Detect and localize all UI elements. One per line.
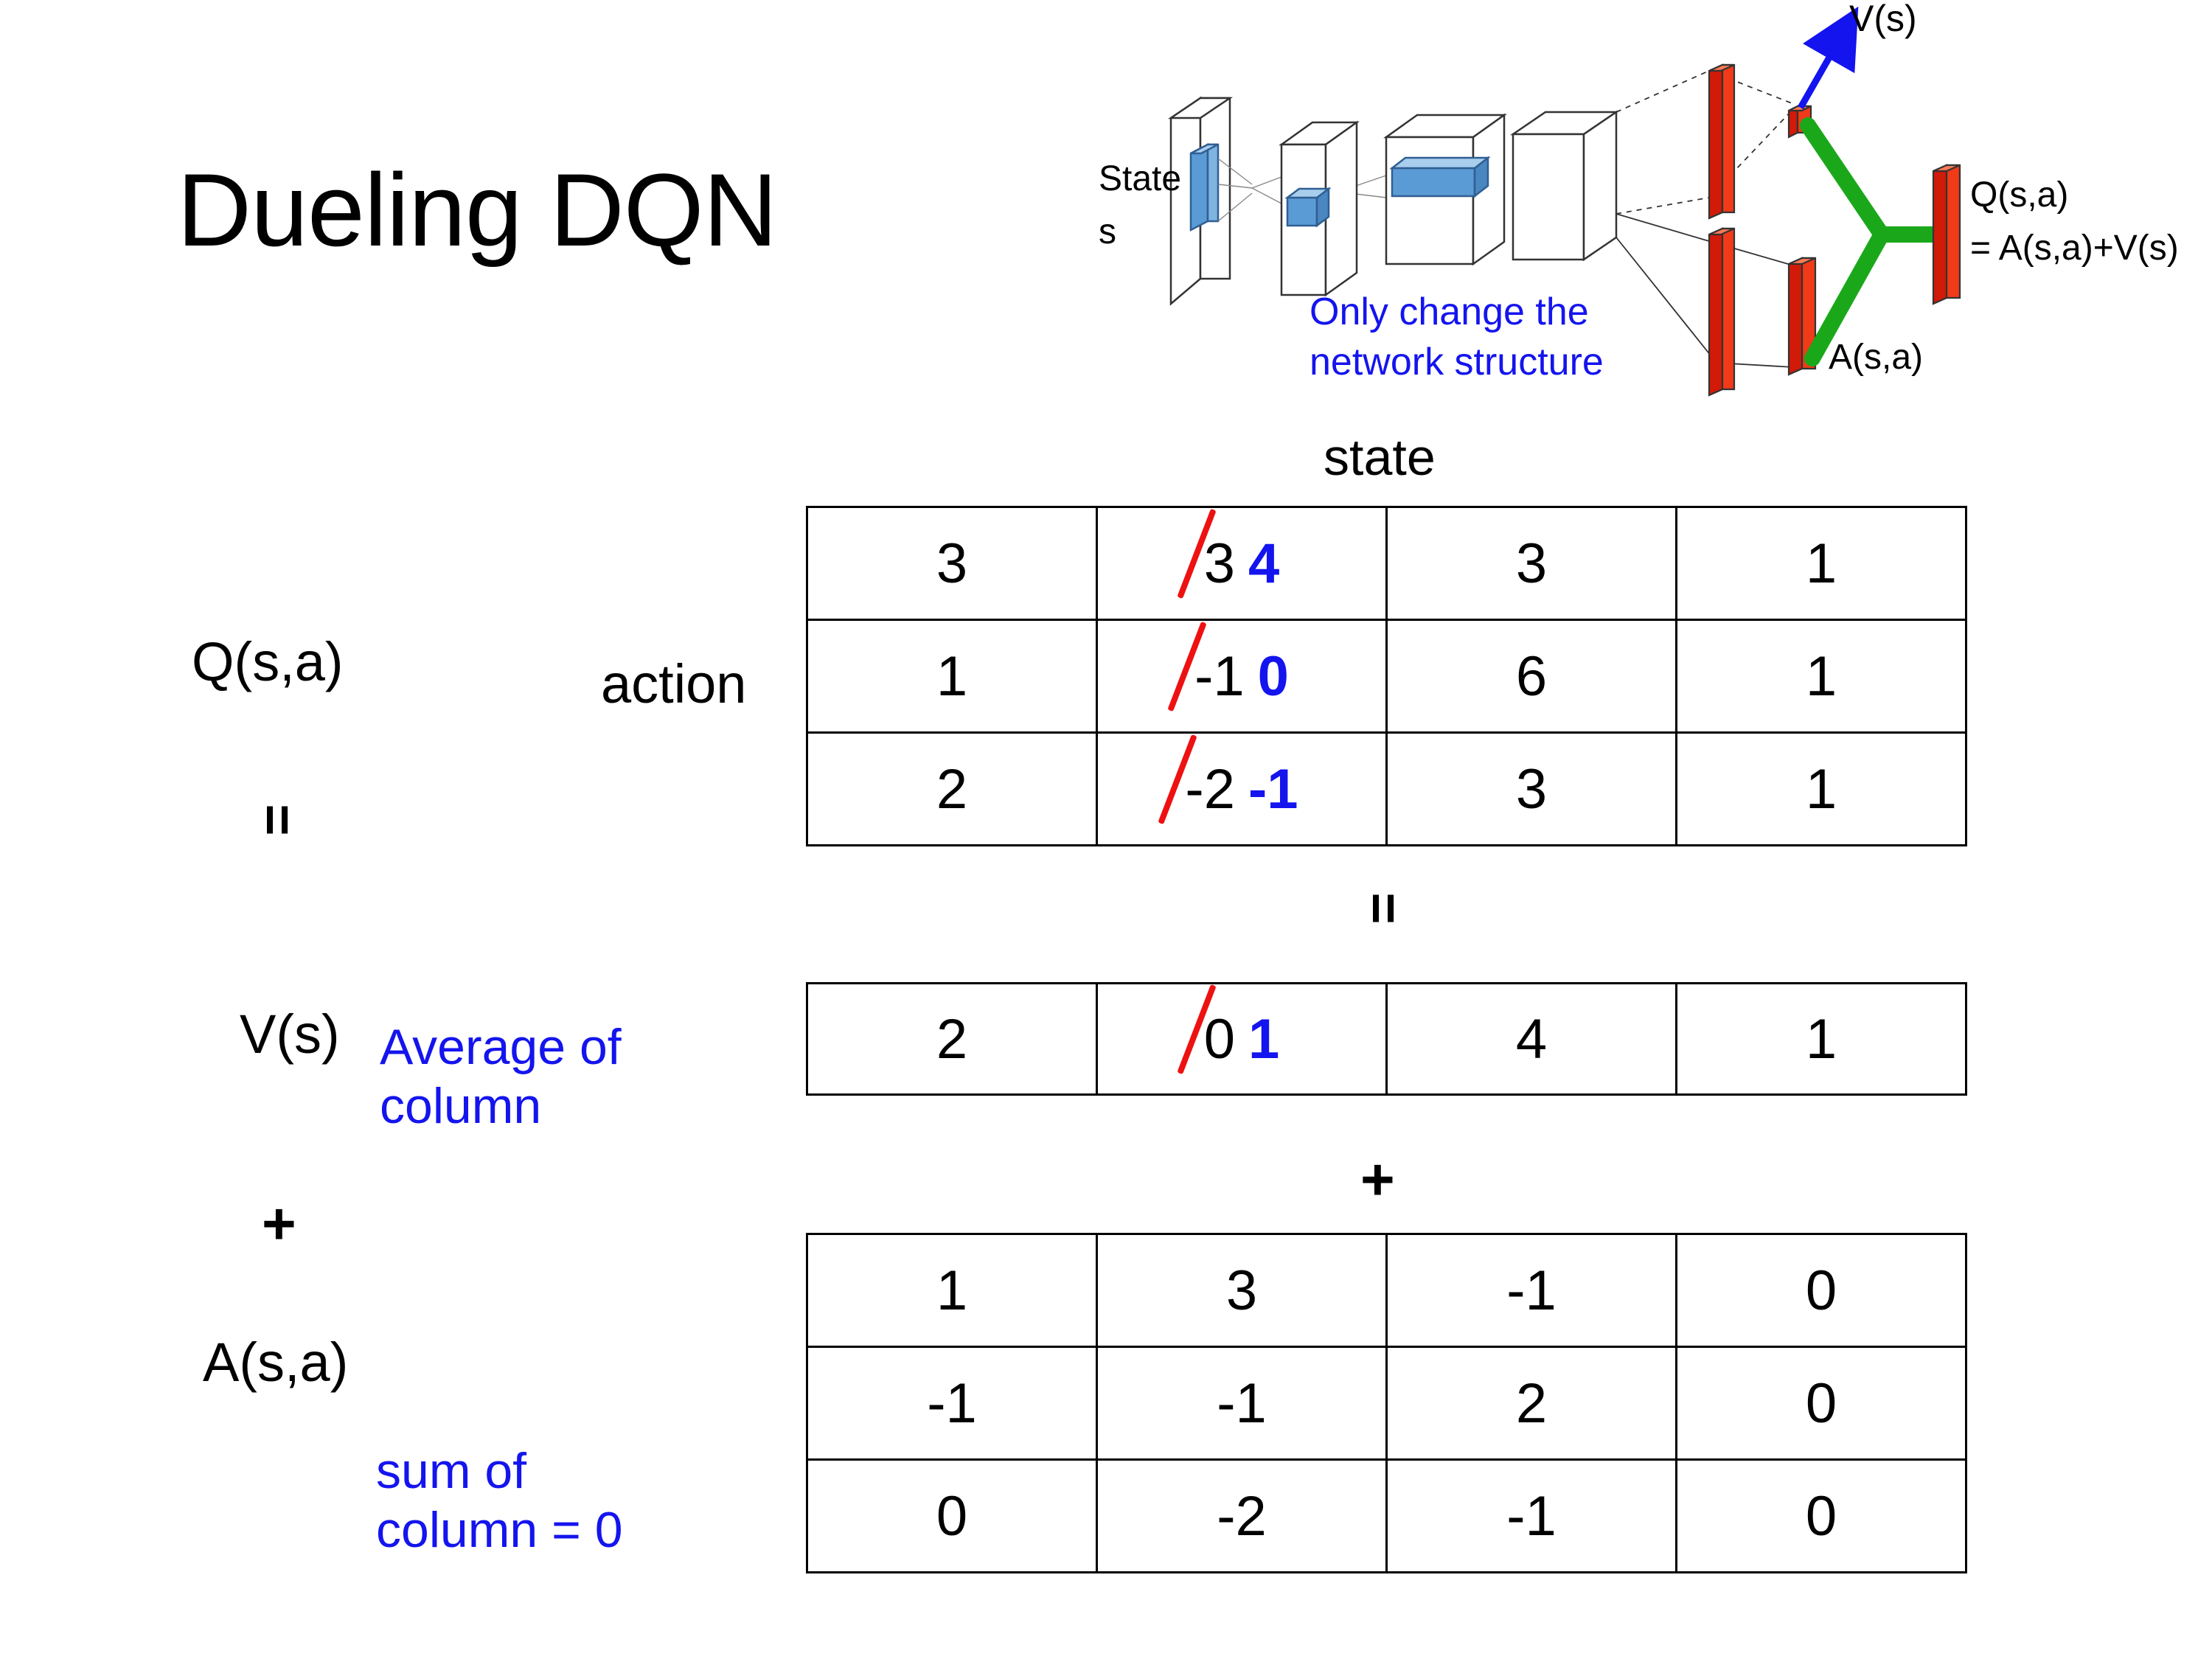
sum-note-line1: sum of (376, 1443, 527, 1499)
table-cell[interactable]: 1 (1675, 731, 1967, 846)
svg-text:= A(s,a)+V(s): = A(s,a)+V(s) (1970, 229, 2179, 268)
action-axis-label: action (601, 653, 747, 714)
plus-operator-middle: + (1360, 1147, 1395, 1212)
svg-text:State: State (1099, 159, 1181, 198)
table-cell[interactable]: 2 (1385, 1346, 1677, 1461)
table-cell[interactable]: 1 (1675, 982, 1967, 1096)
sum-note-line2: column = 0 (376, 1502, 623, 1559)
equals-glyph: = (247, 804, 309, 836)
q-function-label: Q(s,a) (192, 631, 344, 692)
table-cell[interactable]: -1 (1096, 1346, 1388, 1461)
struck-original-value: 0 (1203, 1007, 1235, 1071)
struck-original-value: -1 (1194, 644, 1245, 708)
edited-cell: -2-1 (1185, 757, 1298, 821)
equals-operator-left: = (248, 793, 309, 847)
table-cell[interactable]: -1 (1385, 1233, 1677, 1348)
table-cell[interactable]: 2 (806, 731, 1098, 846)
equals-glyph-middle: = (1353, 892, 1415, 925)
corrected-value: 1 (1248, 1007, 1280, 1071)
average-note-line1: Average of (380, 1019, 622, 1075)
table-cell[interactable]: 1 (806, 1233, 1098, 1348)
svg-text:Q(s,a): Q(s,a) (1970, 175, 2068, 215)
advantage-function-label: A(s,a) (203, 1332, 349, 1393)
table-cell[interactable]: 3 (1096, 1233, 1388, 1348)
table-cell[interactable]: -2 (1096, 1458, 1388, 1573)
table-cell[interactable]: 0 (1675, 1233, 1967, 1348)
table-cell[interactable]: -1 (1385, 1458, 1677, 1573)
corrected-value: -1 (1248, 757, 1298, 821)
corrected-value: 4 (1248, 532, 1280, 595)
table-cell[interactable]: 1 (1675, 619, 1967, 734)
table-cell[interactable]: 3 (1385, 506, 1677, 621)
table-cell[interactable]: 6 (1385, 619, 1677, 734)
dueling-network-diagram: V(s) A(s,a) Q(s,a) = A(s,a)+V(s) Sta (1091, 0, 2212, 413)
table-cell[interactable]: 1 (806, 619, 1098, 734)
page-title: Dueling DQN (177, 152, 778, 268)
state-axis-label: state (1324, 428, 1436, 486)
table-cell[interactable]: 3 (1385, 731, 1677, 846)
table-cell[interactable]: 2 (806, 982, 1098, 1096)
equals-operator-middle: = (1354, 881, 1415, 936)
svg-text:network structure: network structure (1310, 341, 1604, 383)
average-of-column-note: Average of column (380, 1018, 622, 1135)
table-cell[interactable]: 1 (1675, 506, 1967, 621)
svg-text:Only change the: Only change the (1310, 291, 1589, 333)
average-note-line2: column (380, 1078, 542, 1135)
struck-original-value: -2 (1185, 757, 1235, 821)
svg-text:V(s): V(s) (1849, 0, 1917, 39)
table-cell[interactable]: -1 (806, 1346, 1098, 1461)
svg-text:s: s (1099, 212, 1116, 251)
table-cell[interactable]: 0 (1675, 1458, 1967, 1573)
table-cell[interactable]: 4 (1385, 982, 1677, 1096)
table-cell[interactable]: 0 (806, 1458, 1098, 1573)
plus-operator-left: + (262, 1191, 296, 1256)
corrected-value: 0 (1257, 644, 1289, 708)
table-cell[interactable]: 0 (1675, 1346, 1967, 1461)
svg-text:A(s,a): A(s,a) (1829, 338, 1923, 377)
sum-of-column-note: sum of column = 0 (376, 1441, 623, 1559)
struck-original-value: 3 (1203, 532, 1235, 595)
value-function-label: V(s) (240, 1004, 340, 1065)
table-cell[interactable]: -2-1 (1096, 731, 1388, 846)
table-cell[interactable]: 3 (806, 506, 1098, 621)
